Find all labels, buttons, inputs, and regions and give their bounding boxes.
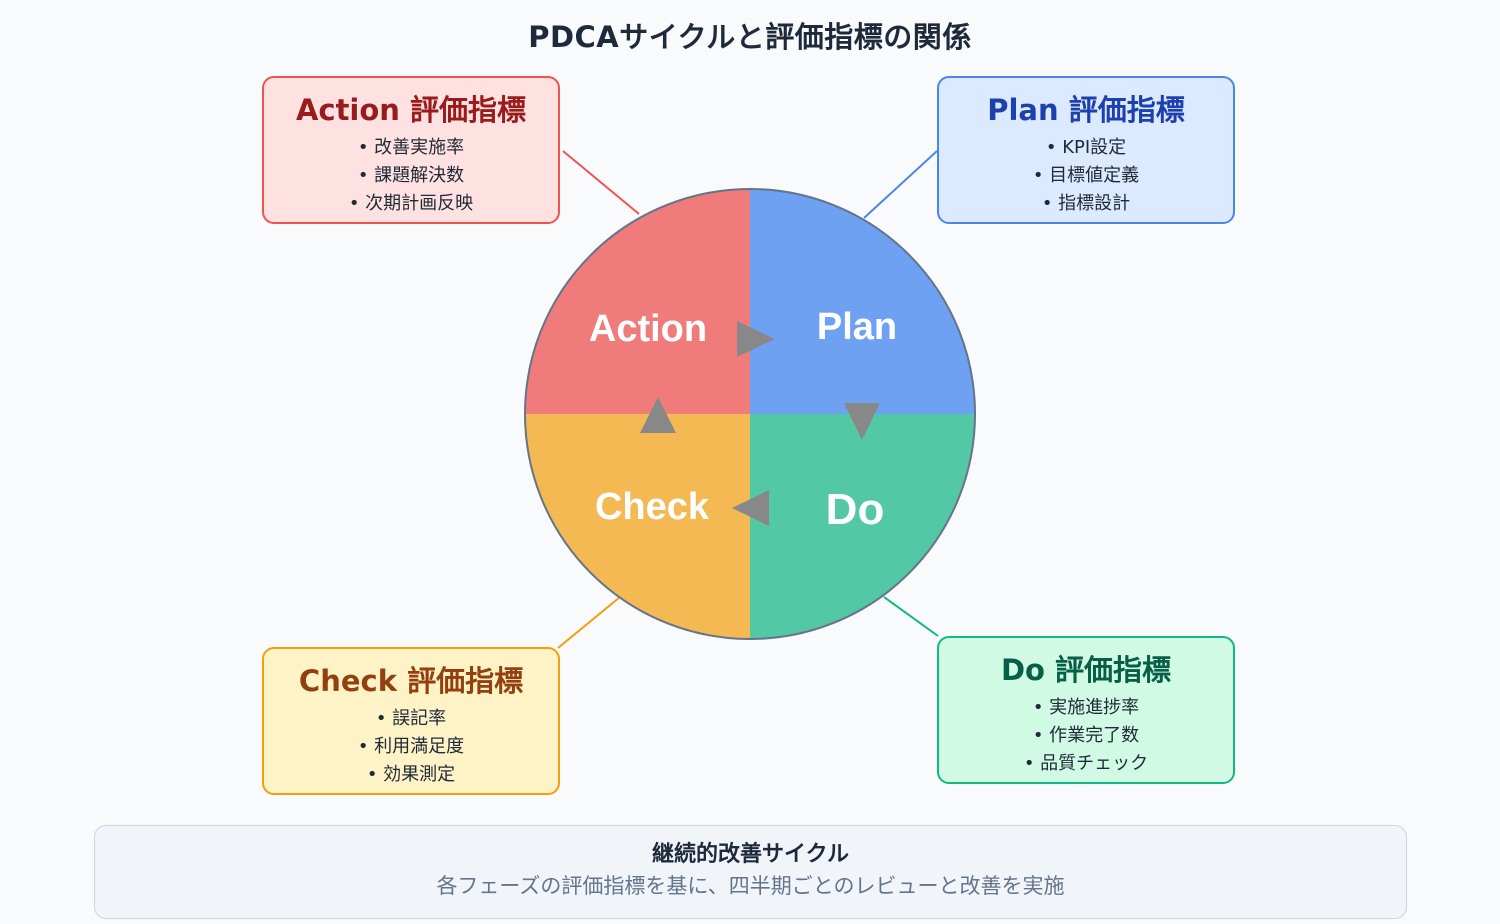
do-metrics-list: 実施進捗率 作業完了数 品質チェック <box>939 694 1233 778</box>
arrow-action-to-plan <box>737 321 775 357</box>
list-item: 実施進捗率 <box>939 694 1233 722</box>
arrow-plan-to-do <box>844 403 880 440</box>
cycle-circle-outline <box>524 188 976 640</box>
continuous-improvement-panel: 継続的改善サイクル 各フェーズの評価指標を基に、四半期ごとのレビューと改善を実施 <box>94 825 1407 919</box>
connector-plan <box>863 150 938 219</box>
check-metrics-list: 誤記率 利用満足度 効果測定 <box>264 705 558 789</box>
footer-title: 継続的改善サイクル <box>652 842 849 867</box>
list-item: 品質チェック <box>939 750 1233 778</box>
connector-do <box>883 596 939 637</box>
list-item: 指標設計 <box>939 190 1233 218</box>
list-item: 誤記率 <box>264 705 558 733</box>
label-plan: Plan <box>817 306 897 348</box>
check-metrics-title: Check 評価指標 <box>298 664 524 698</box>
connector-action <box>562 150 640 215</box>
label-do: Do <box>826 485 885 534</box>
plan-metrics-title: Plan 評価指標 <box>987 93 1185 127</box>
list-item: KPI設定 <box>939 134 1233 162</box>
quadrant-do <box>750 414 975 639</box>
arrow-do-to-check <box>732 490 769 526</box>
label-check: Check <box>595 486 710 528</box>
action-metrics-title: Action 評価指標 <box>295 93 527 127</box>
list-item: 利用満足度 <box>264 733 558 761</box>
plan-metrics-list: KPI設定 目標値定義 指標設計 <box>939 134 1233 218</box>
connector-check <box>557 596 621 649</box>
check-metrics-box: Check 評価指標 誤記率 利用満足度 効果測定 <box>262 647 560 795</box>
footer-description: 各フェーズの評価指標を基に、四半期ごとのレビューと改善を実施 <box>436 874 1065 898</box>
label-action: Action <box>589 308 707 350</box>
list-item: 次期計画反映 <box>264 190 558 218</box>
page-title: PDCAサイクルと評価指標の関係 <box>528 20 972 54</box>
action-metrics-list: 改善実施率 課題解決数 次期計画反映 <box>264 134 558 218</box>
quadrant-action <box>525 189 750 414</box>
plan-metrics-box: Plan 評価指標 KPI設定 目標値定義 指標設計 <box>937 76 1235 224</box>
quadrant-check <box>525 414 750 639</box>
do-metrics-title: Do 評価指標 <box>1000 653 1172 687</box>
list-item: 改善実施率 <box>264 134 558 162</box>
do-metrics-box: Do 評価指標 実施進捗率 作業完了数 品質チェック <box>937 636 1235 784</box>
list-item: 目標値定義 <box>939 162 1233 190</box>
list-item: 効果測定 <box>264 761 558 789</box>
arrow-check-to-action <box>640 397 676 433</box>
list-item: 課題解決数 <box>264 162 558 190</box>
list-item: 作業完了数 <box>939 722 1233 750</box>
quadrant-plan <box>750 189 975 414</box>
action-metrics-box: Action 評価指標 改善実施率 課題解決数 次期計画反映 <box>262 76 560 224</box>
